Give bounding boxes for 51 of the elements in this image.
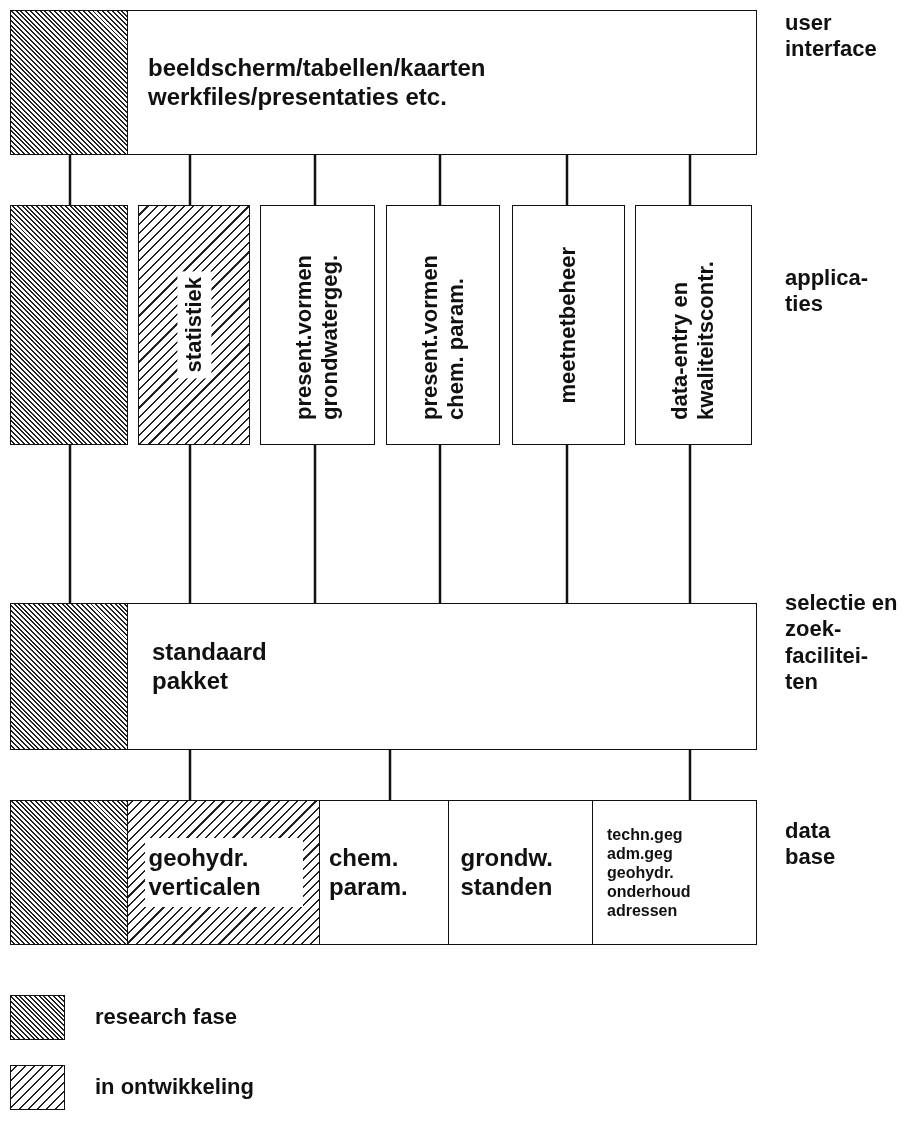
layer-label: data base — [785, 818, 837, 871]
box-label: adressen — [607, 901, 678, 921]
box-label: beeldscherm/tabellen/kaarten werkfiles/presentaties etc. — [148, 53, 487, 112]
connector-line — [688, 155, 692, 205]
layer-label: applica- ties — [785, 265, 870, 318]
connector-line — [688, 750, 692, 800]
hatched-block — [10, 205, 128, 445]
component-box — [127, 10, 757, 155]
component-box — [260, 205, 375, 445]
layer-label: selectie en zoek- facilitei- ten — [785, 590, 899, 696]
connector-line — [438, 155, 442, 205]
connector-line — [68, 445, 72, 603]
hatched-block — [10, 603, 128, 750]
connector-line — [313, 445, 317, 603]
legend-label: in ontwikkeling — [95, 1074, 254, 1100]
connector-line — [438, 445, 442, 603]
component-box — [635, 205, 752, 445]
connector-line — [68, 155, 72, 205]
layer-label: user interface — [785, 10, 878, 63]
connector-line — [188, 445, 192, 603]
component-box — [319, 800, 449, 945]
box-label: present.vormen grondwatergeg. — [291, 253, 344, 420]
hatched-block — [10, 800, 128, 945]
legend-label: research fase — [95, 1004, 237, 1030]
component-box — [448, 800, 593, 945]
connector-line — [565, 155, 569, 205]
connector-line — [388, 750, 392, 800]
connector-line — [188, 750, 192, 800]
hatched-block — [10, 10, 128, 155]
box-label: present.vormen chem. param. — [416, 253, 469, 420]
box-label: techn.geg — [607, 824, 683, 844]
component-box — [138, 205, 250, 445]
box-label: data-entry en kwaliteitscontr. — [667, 260, 720, 420]
connector-line — [565, 445, 569, 603]
component-box — [127, 603, 757, 750]
component-box — [512, 205, 625, 445]
box-label: statistiek — [176, 271, 212, 379]
box-label: onderhoud — [607, 882, 691, 902]
connector-line — [688, 445, 692, 603]
box-label: adm.geg — [607, 843, 673, 863]
box-label: geohydr. verticalen — [144, 837, 303, 908]
box-label: meetnetbeheer — [555, 246, 582, 404]
component-box — [592, 800, 757, 945]
box-label: geohydr. — [607, 862, 674, 883]
box-label: grondw. standen — [460, 843, 554, 902]
component-box — [386, 205, 500, 445]
component-box — [127, 800, 320, 945]
box-label: chem. param. — [329, 843, 409, 902]
connector-line — [313, 155, 317, 205]
box-label: standaard pakket — [152, 638, 268, 696]
connector-line — [188, 155, 192, 205]
